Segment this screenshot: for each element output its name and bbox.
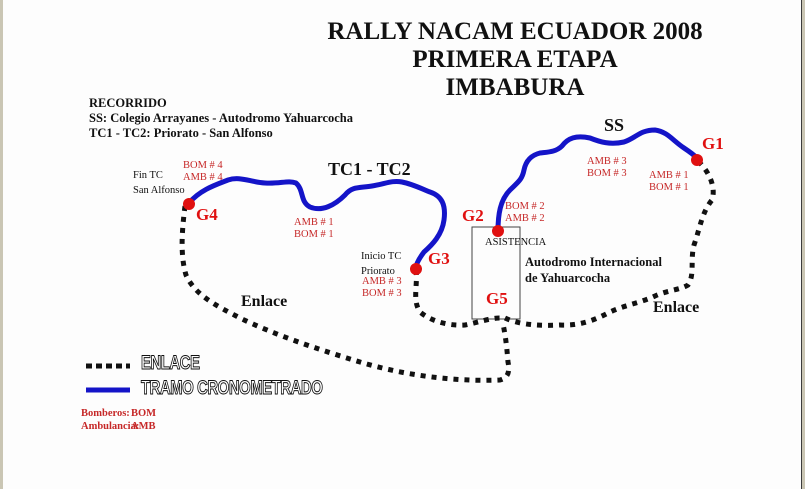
g4-marker [183,198,195,210]
station-g3: AMB # 3 BOM # 3 [362,276,402,299]
autodromo-label: Autodromo Internacional de Yahuarcocha [525,255,662,285]
window-border-left [0,0,3,489]
enlace-left-label: Enlace [241,293,288,310]
route-description: RECORRIDO SS: Colegio Arrayanes - Autodr… [89,96,353,141]
title-line-3: IMBABURA [445,74,585,101]
g5-label: G5 [486,289,508,308]
ss-label: SS [604,115,625,135]
window-border-right [802,0,805,489]
legend-tramo-label: TRAMO CRONOMETRADO [141,378,324,400]
station-ss-mid: AMB # 3 BOM # 3 [587,156,627,179]
inicio-tc-label: Inicio TC Priorato [361,251,402,277]
tc-stage-path [186,176,447,271]
route-heading: RECORRIDO [89,96,167,110]
station-g4: BOM # 4 AMB # 4 [183,160,223,183]
g3-label: G3 [428,249,450,268]
ss-stage-path [495,127,700,234]
abbr-bomberos: Bomberos:BOM [81,408,157,419]
fin-tc-label: Fin TC San Alfonso [133,170,185,196]
station-g2: BOM # 2 AMB # 2 [505,201,545,224]
enlace-right-label: Enlace [653,299,700,316]
title-line-2: PRIMERA ETAPA [412,46,618,73]
abbr-ambulancia: Ambulancia:AMB [81,421,156,432]
g2-marker [492,225,504,237]
station-g1: AMB # 1 BOM # 1 [649,170,689,193]
asistencia-label: ASISTENCIA [485,237,547,248]
enlace-path [179,158,716,383]
g3-marker [410,263,422,275]
abbreviation-key: Bomberos:BOM Ambulancia:AMB [81,407,156,433]
route-ss: SS: Colegio Arrayanes - Autodromo Yahuar… [89,111,354,125]
g4-label: G4 [196,205,218,224]
map-title: RALLY NACAM ECUADOR 2008 PRIMERA ETAPA I… [300,18,730,102]
g1-label: G1 [702,134,724,153]
legend-enlace-label: ENLACE [141,353,201,375]
window-border-right-shadow [801,0,802,489]
title-line-1: RALLY NACAM ECUADOR 2008 [327,18,703,45]
station-tc-mid: AMB # 1 BOM # 1 [294,217,334,240]
g2-label: G2 [462,206,484,225]
g1-marker [691,154,703,166]
tc-label: TC1 - TC2 [328,159,411,179]
route-tc: TC1 - TC2: Priorato - San Alfonso [89,126,273,140]
